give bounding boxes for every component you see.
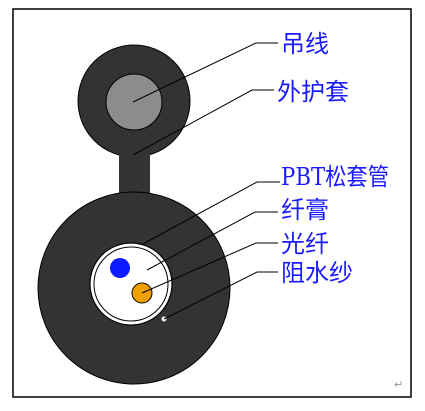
label-pbt-tube: PBT松套管 (281, 163, 389, 191)
leader-line-messenger-wire (132, 42, 278, 103)
label-water-blocking-yarn: 阻水纱 (281, 259, 353, 287)
leader-line-water-blocking-yarn (163, 271, 278, 320)
label-messenger-wire: 吊线 (281, 30, 329, 58)
leader-line-outer-sheath (132, 89, 274, 156)
label-optical-fiber: 光纤 (281, 230, 329, 258)
fiber-blue (110, 258, 130, 278)
paragraph-mark: ↵ (394, 378, 403, 391)
pbt-tube-inner (93, 246, 169, 322)
leader-line-fiber-paste (146, 211, 278, 271)
leader-line-optical-fiber (141, 242, 278, 294)
diagram-frame (12, 8, 412, 398)
leader-line-pbt-tube (142, 181, 280, 245)
label-fiber-paste: 纤膏 (281, 196, 329, 224)
label-outer-sheath: 外护套 (277, 78, 349, 106)
